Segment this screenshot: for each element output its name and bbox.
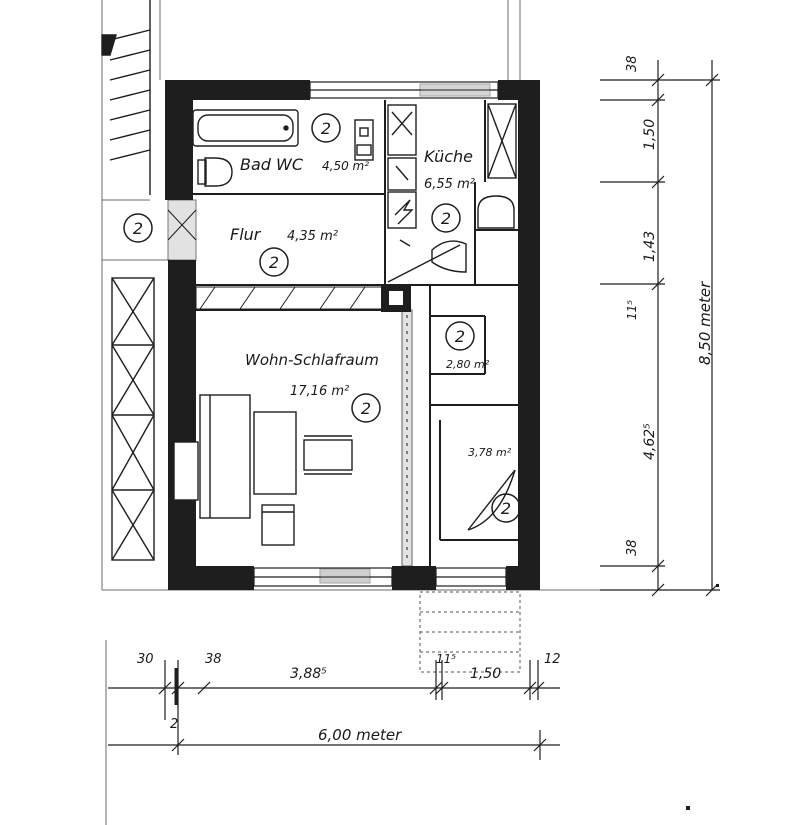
right-dimension-text: 38 1,50 1,43 11⁵ 4,62⁵ 38 8,50 meter [625,55,714,556]
hallway-code-circle [259,247,289,277]
bath-area: 4,50 m² [322,159,369,173]
living-code: 2 [361,399,371,418]
dim-right-total: 8,50 meter [696,281,714,365]
dim-bottom-door: 1,50 [470,666,501,682]
outside-code-circle [123,213,153,243]
living-code-circle [351,393,381,423]
storage-code: 2 [455,327,465,346]
closet-code: 2 [501,499,511,518]
dim-right-upper: 1,50 [642,119,658,150]
outside-steps [419,591,521,673]
bath-code-circle [311,113,341,143]
dim-bottom-left-wall: 30 [137,652,154,667]
bottom-dimension-text: 30 38 3,88⁵ 11⁵ 1,50 12 2 6,00 meter [137,652,561,744]
hatched-partitions [167,199,413,567]
dim-bottom-right: 12 [544,652,561,667]
living-label: Wohn-Schlafraum [245,351,379,369]
dim-right-side-note: 11⁵ [625,300,639,320]
outside-code: 2 [133,219,143,238]
outer-walls [165,80,540,590]
dim-right-lower: 4,62⁵ [642,423,658,460]
hallway-area: 4,35 m² [287,229,338,244]
dim-right-top: 38 [625,55,640,72]
storage-area: 2,80 m² [446,358,490,371]
dim-right-middle: 1,43 [642,231,658,262]
chimney [381,284,411,312]
bottom-dimension-lines [108,660,560,760]
left-balcony-lattice [111,277,155,561]
bath-code: 2 [321,119,331,138]
kitchen-label: Küche [424,147,473,166]
kitchen-code: 2 [441,209,451,228]
dim-bottom-total: 6,00 meter [318,726,402,744]
kitchen-fixtures [387,103,517,283]
top-window-strip [309,81,499,99]
storage-code-circle [445,321,475,351]
staircase [101,0,151,195]
bath-label: Bad WC [240,155,304,174]
floor-code-markers [123,113,521,523]
floor-code-text: 2 2 2 2 2 2 2 [133,119,511,518]
dim-bottom-wall: 38 [205,652,222,667]
bathroom-fixtures [192,109,374,187]
hallway-code: 2 [269,253,279,272]
closet-code-circle [491,493,521,523]
kitchen-area: 6,55 m² [424,177,475,192]
dim-right-bottom: 38 [625,539,640,556]
dim-bottom-main: 3,88⁵ [290,666,327,682]
dim-bottom-inner: 11⁵ [436,652,456,666]
kitchen-code-circle [431,203,461,233]
living-room-furniture [199,394,353,546]
hallway-label: Flur [230,225,262,244]
closet-door [467,469,516,531]
closet-area: 3,78 m² [468,446,512,459]
scan-marks [686,584,719,810]
dim-bottom-offset: 2 [170,717,178,732]
room-labels: Bad WC 4,50 m² Küche 6,55 m² Flur 4,35 m… [230,147,512,459]
interior-walls [193,100,520,566]
bottom-windows [253,567,507,587]
living-area: 17,16 m² [290,384,349,399]
